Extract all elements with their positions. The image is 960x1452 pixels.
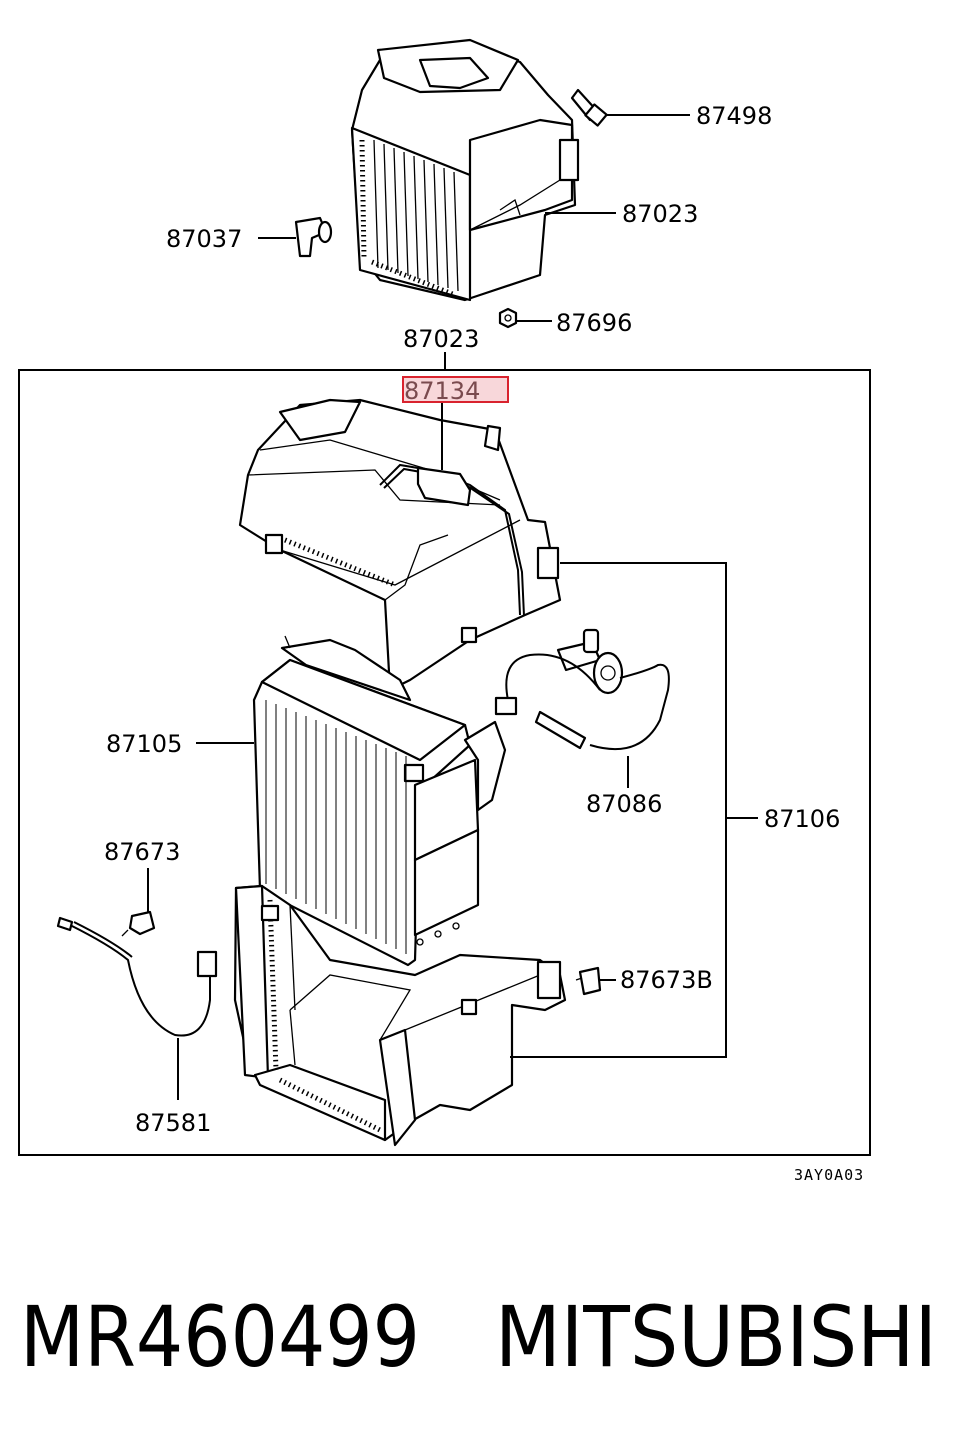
- heater-core-87105: [252, 635, 507, 967]
- top-heater-unit: [350, 38, 580, 302]
- top-leader-lines: [258, 114, 690, 370]
- core-fins: [265, 700, 407, 954]
- callout-87086: 87086: [586, 790, 662, 818]
- callout-87673B: 87673B: [620, 966, 713, 994]
- highlight-87134: [402, 376, 509, 403]
- brand-name: MITSUBISHI: [495, 1288, 937, 1386]
- screw-87498: [570, 88, 608, 127]
- lower-case: [233, 884, 567, 1147]
- callout-87134: 87134: [404, 377, 480, 405]
- clip-87673: [121, 910, 156, 937]
- hose-87037: [294, 216, 333, 258]
- diagram-code: 3AY0A03: [794, 1166, 864, 1184]
- thermo-switch-87086: [494, 628, 670, 751]
- callout-87673: 87673: [104, 838, 180, 866]
- callout-87581: 87581: [135, 1109, 211, 1137]
- sensor-wire-87581: [56, 916, 218, 1037]
- callout-87023-top: 87023: [622, 200, 698, 228]
- callout-87106: 87106: [764, 805, 840, 833]
- clip-87673B: [575, 966, 602, 996]
- callout-87105: 87105: [106, 730, 182, 758]
- nut-87696: [498, 307, 518, 329]
- upper-case: [238, 398, 562, 692]
- box-leader-lines: [147, 402, 758, 1100]
- assembly-box: [18, 369, 871, 1156]
- callout-87037: 87037: [166, 225, 242, 253]
- callout-87498: 87498: [696, 102, 772, 130]
- part-number: MR460499: [20, 1288, 420, 1386]
- callout-87023-box: 87023: [403, 325, 479, 353]
- callout-87696: 87696: [556, 309, 632, 337]
